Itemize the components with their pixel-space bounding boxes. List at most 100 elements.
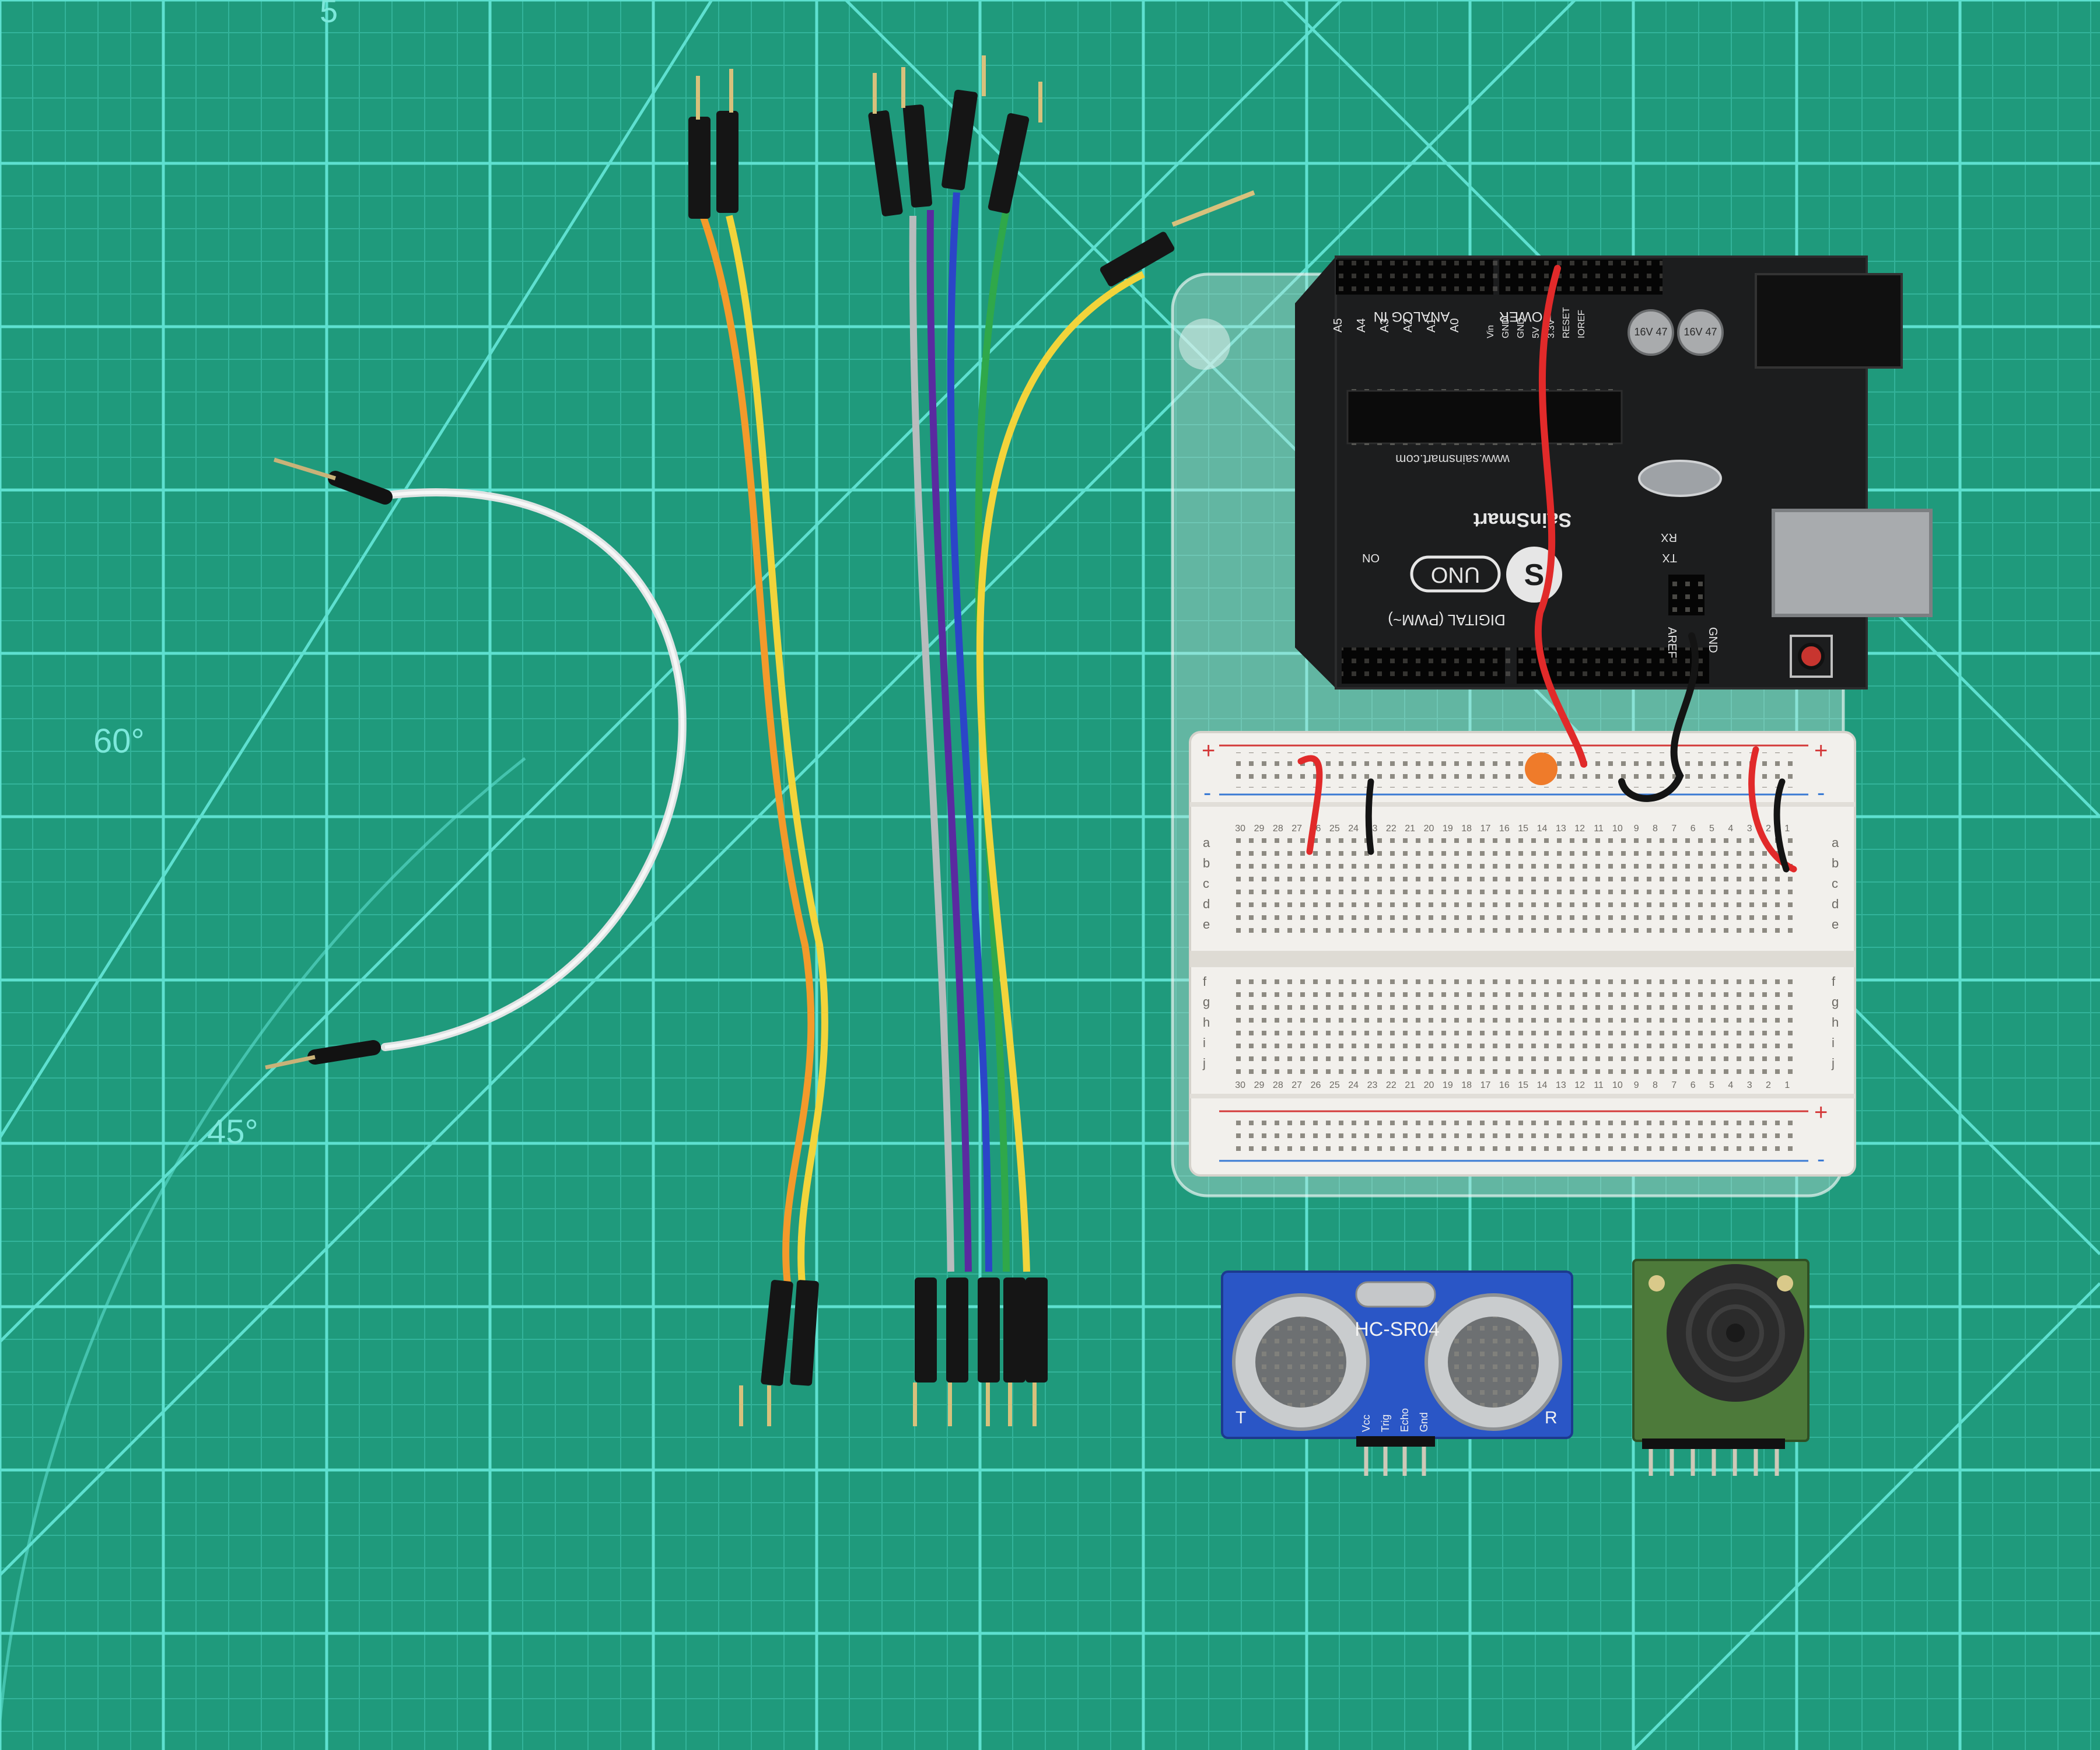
column-number: 8 [1653,1080,1658,1090]
rail-plus-label: + [1814,1100,1828,1125]
bundle-bottom-connectors [913,1278,1048,1426]
column-number: 9 [1634,824,1639,834]
column-number: 19 [1443,824,1453,834]
row-letter: b [1203,856,1210,870]
column-number: 3 [1747,824,1752,834]
row-letter: a [1832,835,1839,850]
column-number: 28 [1273,1080,1283,1090]
column-number: 5 [1709,824,1714,834]
column-number: 27 [1292,1080,1302,1090]
transmitter-transducer [1232,1293,1370,1431]
column-number: 8 [1653,824,1658,834]
column-number: 6 [1690,824,1696,834]
column-number: 12 [1574,824,1585,834]
row-letter: j [1202,1056,1206,1070]
column-number: 4 [1728,824,1733,834]
terminal-strip-bottom [1231,974,1797,1076]
column-numbers: 3030292928282727262625252424232322222121… [1235,824,1790,1090]
column-number: 16 [1499,1080,1510,1090]
capacitor-label: 16V 47 [1684,326,1717,338]
column-number: 3 [1747,1080,1752,1090]
terminal-strip-top [1231,837,1797,939]
column-number: 6 [1690,1080,1696,1090]
sensor-pin-label: Echo [1399,1408,1410,1432]
rail-minus-label: - [1817,780,1825,806]
led-label-on: ON [1362,551,1380,564]
capacitor-label: 16V 47 [1634,326,1667,338]
column-number: 13 [1556,824,1566,834]
svg-text:S: S [1524,558,1545,592]
column-number: 15 [1518,1080,1528,1090]
analog-pin-label: A3 [1378,318,1391,332]
column-number: 11 [1594,1080,1604,1090]
aref-label: AREF [1665,627,1678,658]
row-letter: i [1832,1035,1835,1050]
row-letter: f [1203,974,1207,989]
column-number: 18 [1461,1080,1472,1090]
column-number: 21 [1405,824,1415,834]
column-number: 1 [1784,824,1790,834]
sensor-pin-label: Trig [1380,1415,1391,1432]
row-letter: j [1831,1056,1835,1070]
column-number: 30 [1235,824,1245,834]
row-letter: c [1832,876,1838,891]
column-number: 2 [1766,824,1771,834]
column-number: 28 [1273,824,1283,834]
top-power-rail: + + - - [1202,738,1828,806]
row-letter: h [1832,1015,1839,1030]
atmega-chip [1346,382,1623,452]
rail-plus-label: + [1202,738,1215,764]
wire-connector [265,1040,381,1070]
column-number: 7 [1671,1080,1676,1090]
row-letter: h [1203,1015,1210,1030]
led [1525,752,1558,785]
column-number: 23 [1367,1080,1378,1090]
rail-plus-label: + [1814,738,1828,764]
row-letter: e [1832,917,1839,932]
column-number: 10 [1612,1080,1623,1090]
column-number: 9 [1634,1080,1639,1090]
column-number: 14 [1537,1080,1548,1090]
column-number: 20 [1424,824,1434,834]
sonar-header-pins [1642,1438,1785,1476]
column-number: 22 [1386,824,1396,834]
angle-label-60: 60° [93,722,145,760]
digital-label: DIGITAL (PWM~) [1388,611,1506,629]
gnd-label: GND [1706,627,1719,653]
crystal [1355,1281,1436,1308]
column-number: 16 [1499,824,1510,834]
column-number: 29 [1254,1080,1265,1090]
column-number: 5 [1709,1080,1714,1090]
receiver-transducer [1424,1293,1562,1431]
column-number: 14 [1537,824,1548,834]
row-letter: c [1203,876,1209,891]
brand-logo-text: SainSmart [1474,509,1572,531]
corner-label-t: T [1236,1408,1246,1427]
column-number: 7 [1671,824,1676,834]
sensor-model-label: HC-SR04 [1354,1318,1439,1340]
reset-button [1798,643,1825,670]
column-number: 15 [1518,824,1528,834]
column-number: 19 [1443,1080,1453,1090]
column-number: 10 [1612,824,1623,834]
sensor-pin-label: Gnd [1418,1412,1430,1432]
analog-pin-label: A4 [1355,318,1368,332]
row-letter: d [1203,897,1210,911]
column-number: 1 [1784,1080,1790,1090]
column-number: 17 [1480,824,1491,834]
column-number: 29 [1254,824,1265,834]
analog-pin-label: A5 [1332,318,1345,332]
power-pin-label: Vin [1486,325,1496,338]
corner-label-r: R [1545,1408,1558,1427]
column-number: 26 [1311,1080,1321,1090]
column-number: 21 [1405,1080,1415,1090]
top-header-row [1336,260,1662,295]
column-number: 24 [1348,1080,1359,1090]
capacitor: 16V 47 [1677,309,1724,356]
power-pin-label: GND [1516,317,1526,338]
